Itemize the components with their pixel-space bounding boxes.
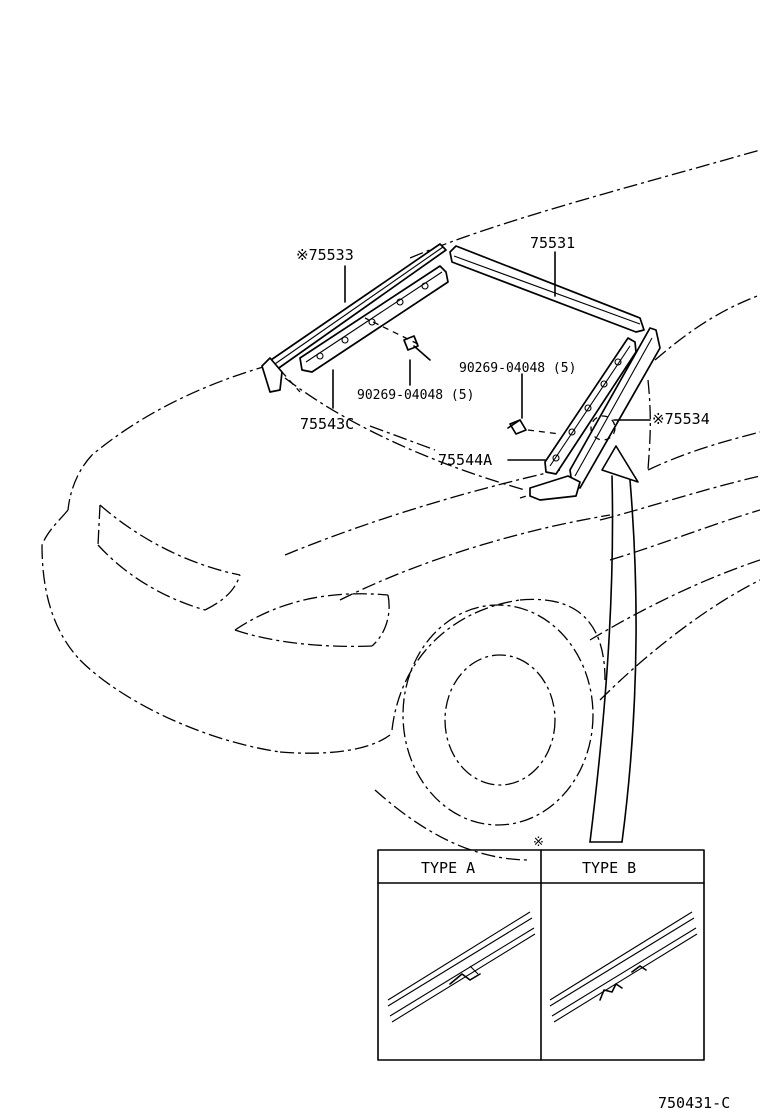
callout-75544A: 75544A [438,451,492,469]
callout-75534: ※75534 [652,410,710,428]
type-a-section [387,911,536,1023]
type-b-header: TYPE B [582,859,636,877]
detail-arrow [589,445,639,843]
callout-75533: ※75533 [296,246,354,264]
callout-75531: 75531 [530,234,575,252]
type-a-header: TYPE A [421,859,475,877]
detail-marker: ※ [533,835,544,850]
moulding-75534 [529,327,661,501]
callout-bolt-left: 90269-04048 (5) [357,388,474,403]
callout-bolt-right: 90269-04048 (5) [459,361,576,376]
moulding-75531 [449,245,645,333]
moulding-75533 [261,243,447,393]
leader-lines [281,251,651,499]
detail-table: ※ TYPE A TYPE B [377,835,705,1061]
retainer-75543C [299,265,449,373]
type-b-section [549,911,698,1023]
callout-75543C: 75543C [300,415,354,433]
figure-code: 750431-C [658,1094,730,1112]
car-outline [41,149,760,861]
clip-right-icon [507,419,527,435]
